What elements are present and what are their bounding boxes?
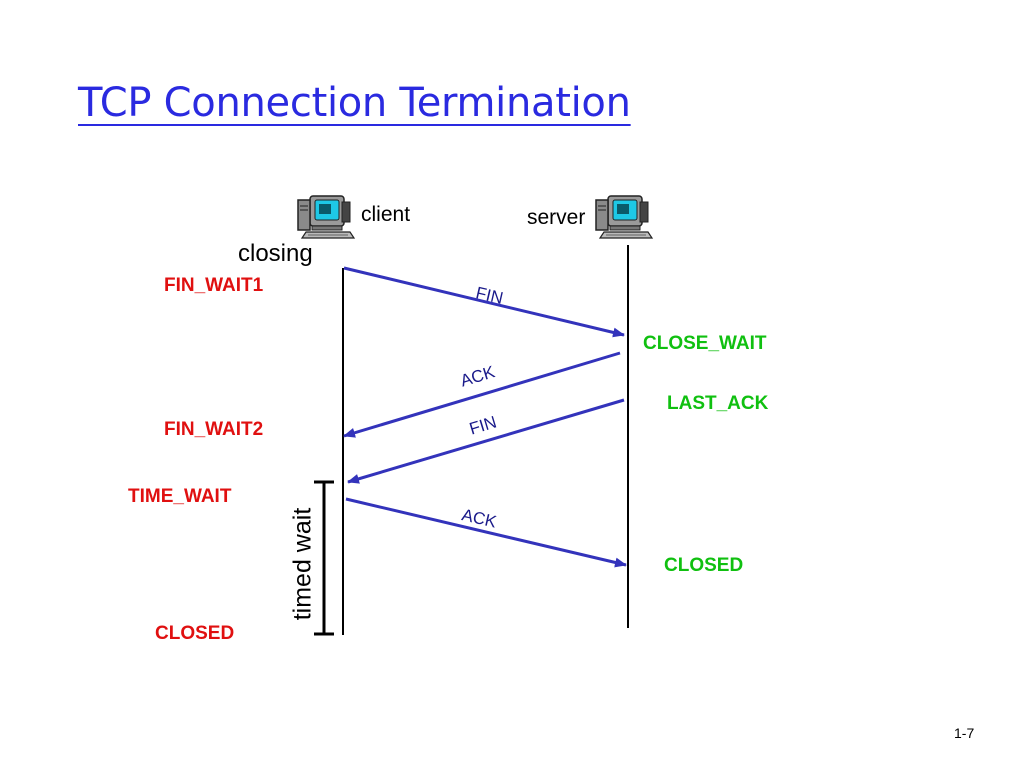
ack-arrow-client-to-server [345,497,627,568]
server-computer-icon [595,195,653,239]
closing-label: closing [238,240,313,267]
fin-arrow-server-to-client [347,398,625,484]
client-state-fin-wait2: FIN_WAIT2 [164,419,264,440]
client-computer-icon [297,195,355,239]
client-state-closed: CLOSED [155,623,235,644]
server-state-closed: CLOSED [664,555,744,576]
client-state-time-wait: TIME_WAIT [128,486,232,507]
page-title: TCP Connection Termination [78,80,631,126]
server-state-close-wait: CLOSE_WAIT [643,333,767,354]
timed-wait-bracket [314,480,334,636]
server-state-last-ack: LAST_ACK [667,393,769,414]
fin-arrow-client-to-server [343,266,625,338]
client-label: client [361,203,411,226]
client-state-fin-wait1: FIN_WAIT1 [164,275,264,296]
timed-wait-label: timed wait [288,507,317,621]
server-label: server [527,206,586,229]
ack-arrow-server-to-client [343,351,621,438]
page-number: 1-7 [954,725,975,741]
